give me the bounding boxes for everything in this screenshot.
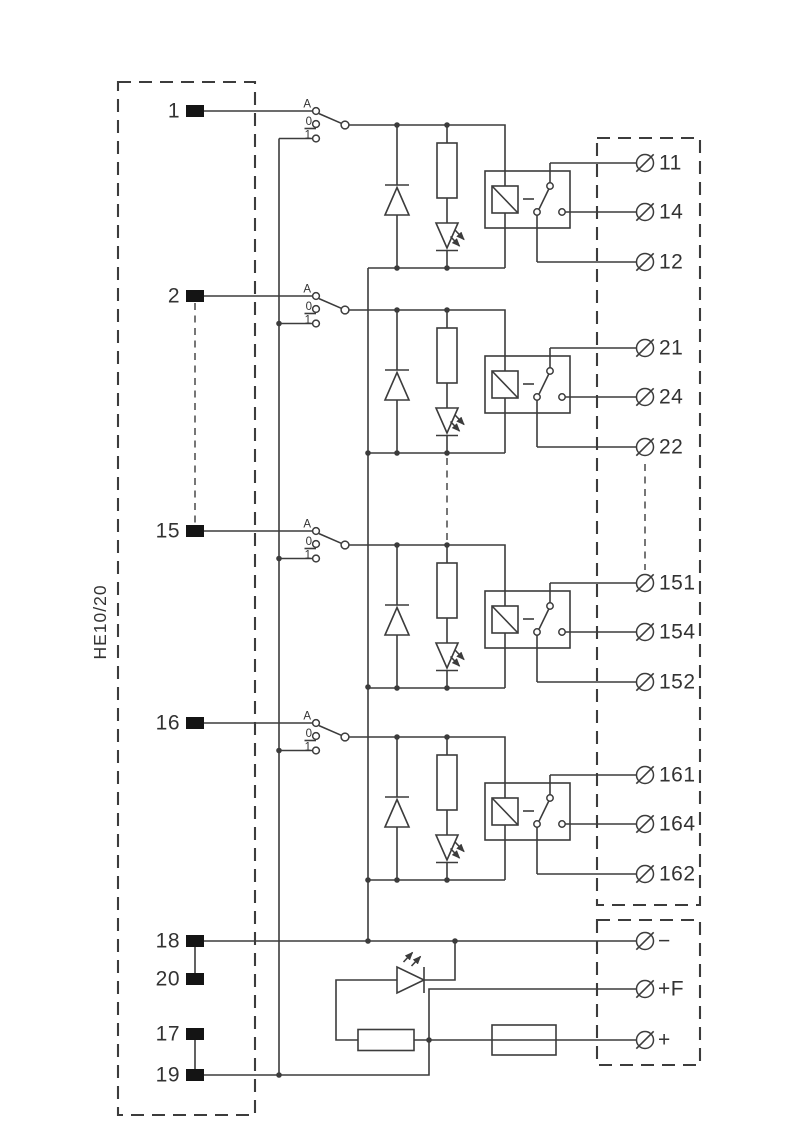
power-led-anode-wire	[335, 979, 397, 1041]
output-22-label: 22	[659, 436, 683, 459]
pin-20-label: 20	[156, 968, 180, 991]
output-11-label: 11	[659, 152, 682, 175]
pin-19-label: 19	[156, 1064, 180, 1087]
connector-pin-pad-18	[186, 935, 204, 947]
connector-pin-pad-17	[186, 1028, 204, 1040]
power-terminal-screws	[635, 931, 655, 1050]
pin-17-label: 17	[156, 1023, 180, 1046]
pin-15-label: 15	[156, 520, 180, 543]
channel-2	[186, 284, 654, 456]
output-161-label: 161	[659, 764, 696, 787]
terminal-plus-label: +	[658, 1029, 671, 1052]
pin-18-label: 18	[156, 930, 180, 953]
led-emission-arrow	[402, 951, 414, 963]
output-21-label: 21	[659, 337, 683, 360]
pin19-plus-wire	[204, 1040, 430, 1076]
pin-1-label: 1	[168, 100, 180, 123]
plus-fused-wire	[428, 988, 637, 1040]
output-terminals-box	[595, 136, 702, 907]
output-162-label: 162	[659, 863, 696, 886]
led-emission-arrow	[410, 955, 422, 967]
channel-16	[186, 711, 654, 883]
power-led-symbol	[396, 951, 426, 995]
pin-16-label: 16	[156, 712, 180, 735]
he10-connector-box	[116, 80, 257, 1117]
output-151-label: 151	[659, 572, 696, 595]
output-12-label: 12	[659, 251, 683, 274]
power-terminals-box	[595, 918, 702, 1067]
led-series-resistor-symbol	[357, 1028, 415, 1052]
power-led-cathode-wire	[424, 941, 456, 981]
output-154-label: 154	[659, 621, 696, 644]
pin-2-label: 2	[168, 285, 180, 308]
fuse-symbol	[491, 1024, 557, 1056]
output-24-label: 24	[659, 386, 683, 409]
terminal-plus-fused-label: +F	[658, 978, 684, 1001]
connector-pin-pad-20	[186, 973, 204, 985]
connector-label: HE10/20	[90, 584, 110, 659]
output-152-label: 152	[659, 671, 696, 694]
terminal-minus-label: −	[658, 930, 671, 953]
power-supply-circuit	[186, 931, 655, 1081]
connector-pin-pad-19	[186, 1069, 204, 1081]
channel-15	[186, 519, 654, 691]
output-164-label: 164	[659, 813, 696, 836]
channel-1	[186, 99, 654, 271]
output-14-label: 14	[659, 201, 683, 224]
